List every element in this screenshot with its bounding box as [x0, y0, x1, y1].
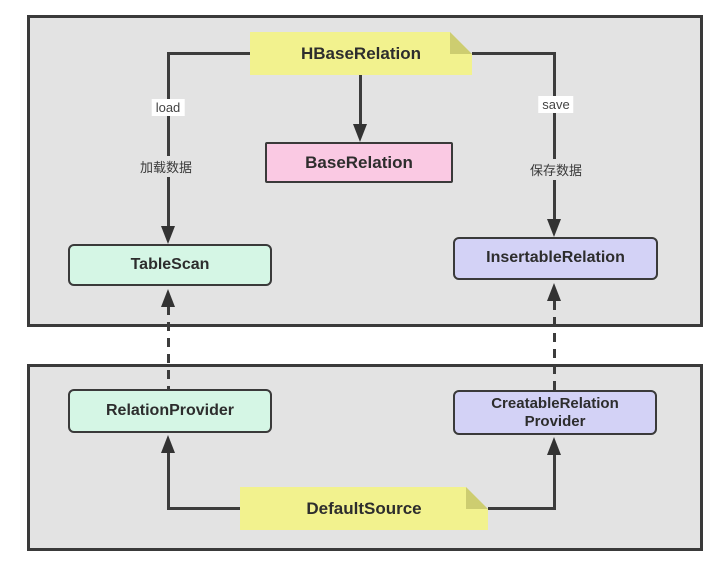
node-default-source: DefaultSource	[240, 487, 488, 530]
edge-load-horizontal	[168, 52, 252, 55]
node-base-relation: BaseRelation	[265, 142, 453, 183]
node-creatable-relation-provider-label: CreatableRelation Provider	[491, 395, 619, 430]
arrowhead-implements-insertable-icon	[547, 283, 561, 301]
node-relation-provider-label: RelationProvider	[105, 401, 235, 419]
edge-relprovider-horizontal	[167, 507, 241, 510]
edge-implements-tablescan-dashed	[167, 306, 170, 389]
node-insertable-relation-label: InsertableRelation	[486, 249, 625, 267]
node-relation-provider: RelationProvider	[68, 389, 272, 433]
arrowhead-save-icon	[547, 219, 561, 237]
edge-creatable-vertical	[553, 453, 556, 510]
edge-load-vertical	[167, 52, 170, 228]
sticky-fold-corner-icon	[450, 32, 472, 54]
edge-relprovider-vertical	[167, 451, 170, 510]
edge-label-save-zh: 保存数据	[525, 159, 587, 180]
node-creatable-relation-provider: CreatableRelation Provider	[453, 390, 657, 435]
node-base-relation-label: BaseRelation	[305, 152, 413, 172]
arrowhead-load-icon	[161, 226, 175, 244]
edge-label-load: load	[151, 99, 185, 116]
edge-creatable-horizontal	[488, 507, 556, 510]
node-table-scan-label: TableScan	[130, 255, 210, 273]
node-hbase-relation-label: HBaseRelation	[301, 43, 421, 63]
arrowhead-relprovider-icon	[161, 435, 175, 453]
node-default-source-label: DefaultSource	[306, 498, 422, 518]
node-table-scan: TableScan	[68, 244, 272, 286]
arrowhead-base-icon	[353, 124, 367, 142]
node-insertable-relation: InsertableRelation	[453, 237, 658, 280]
arrowhead-creatable-icon	[547, 437, 561, 455]
edge-implements-insertable-dashed	[553, 301, 556, 390]
sticky-fold-corner-icon	[466, 487, 488, 509]
arrowhead-implements-tablescan-icon	[161, 289, 175, 307]
node-hbase-relation: HBaseRelation	[250, 32, 472, 75]
edge-label-load-zh: 加载数据	[135, 156, 197, 177]
edge-save-horizontal	[472, 52, 556, 55]
edge-label-save: save	[538, 96, 574, 113]
edge-base-vertical	[359, 75, 362, 126]
edge-save-vertical	[553, 52, 556, 221]
